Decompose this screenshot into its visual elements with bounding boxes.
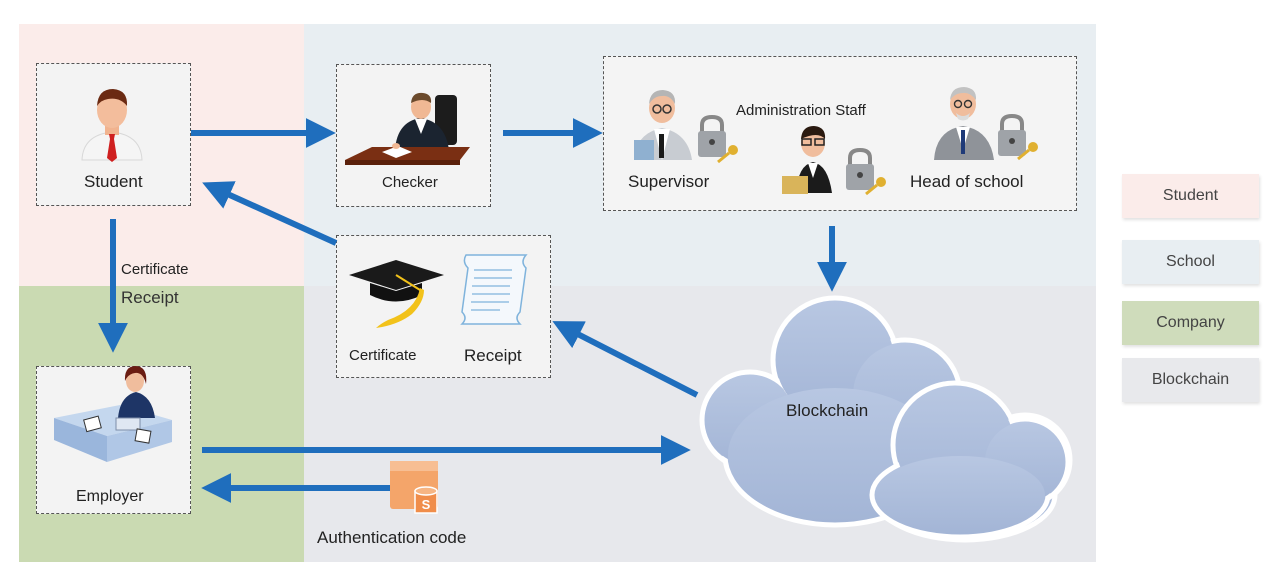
- head-of-school-icon: [934, 87, 994, 160]
- blockchain-label: Blockchain: [786, 401, 869, 420]
- legend-school: School: [1122, 240, 1259, 284]
- flow-receipt-label: Receipt: [121, 288, 179, 307]
- flow-certificate-label: Certificate: [121, 261, 189, 278]
- checker-label: Checker: [382, 174, 438, 191]
- admin-staff-lock-icon: [846, 147, 886, 196]
- admin-staff-label: Administration Staff: [736, 102, 866, 119]
- employer-icon: [54, 366, 172, 462]
- supervisor-lock-icon: [698, 114, 738, 164]
- authentication-code-label: Authentication code: [317, 528, 467, 547]
- arrow-blockchain-to-documents: [552, 321, 699, 398]
- supervisor-label: Supervisor: [628, 172, 710, 191]
- legend-blockchain: Blockchain: [1122, 358, 1259, 402]
- receipt-scroll-icon: [460, 254, 528, 325]
- admin-staff-icon: [782, 126, 832, 194]
- receipt-doc-label: Receipt: [464, 346, 522, 365]
- employer-label: Employer: [76, 488, 144, 505]
- student-label: Student: [84, 172, 143, 191]
- authentication-code-icon: S: [390, 461, 438, 514]
- arrow-documents-to-student: [202, 181, 338, 246]
- head-of-school-lock-icon: [998, 113, 1038, 161]
- svg-text:S: S: [422, 497, 431, 512]
- head-of-school-label: Head of school: [910, 172, 1024, 191]
- student-icon: [81, 89, 143, 162]
- supervisor-icon: [634, 90, 692, 160]
- legend-company: Company: [1122, 301, 1259, 345]
- legend-student: Student: [1122, 174, 1259, 218]
- graduation-cap-icon: [349, 260, 444, 328]
- blockchain-cloud: [699, 295, 1073, 543]
- checker-icon: [345, 92, 470, 165]
- certificate-doc-label: Certificate: [349, 347, 417, 364]
